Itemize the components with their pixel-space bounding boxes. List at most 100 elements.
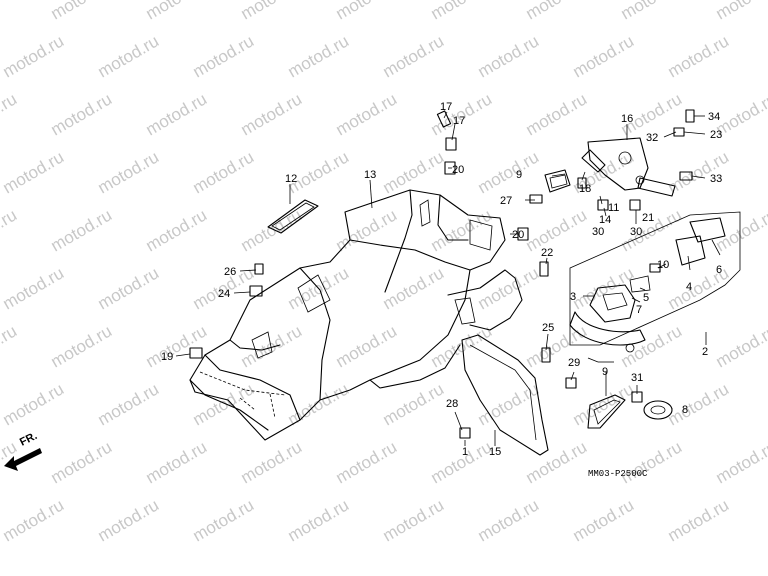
- callout-6: 6: [716, 264, 722, 276]
- watermark-text: motod.ru: [333, 437, 401, 487]
- band-part-12: [267, 199, 319, 234]
- watermark-text: motod.ru: [238, 321, 306, 371]
- callout-8: 8: [682, 404, 688, 416]
- callout-10: 10: [657, 259, 669, 271]
- callout-29: 29: [568, 357, 580, 369]
- watermark-text: motod.ru: [523, 0, 591, 23]
- callout-12: 12: [285, 173, 297, 185]
- watermark-text: motod.ru: [48, 437, 116, 487]
- front-direction-label: FR.: [18, 430, 39, 449]
- callout-1: 1: [462, 446, 468, 458]
- watermark-text: motod.ru: [665, 495, 733, 545]
- callout-16: 16: [621, 113, 633, 125]
- watermark-text: motod.ru: [0, 379, 67, 429]
- watermark-text: motod.ru: [95, 31, 163, 81]
- watermark-text: motod.ru: [475, 31, 543, 81]
- bracket-part-16: [581, 137, 676, 197]
- watermark-text: motod.ru: [523, 205, 591, 255]
- callout-24: 24: [218, 288, 230, 300]
- watermark-text: motod.ru: [618, 0, 686, 23]
- watermark-text: motod.ru: [0, 263, 67, 313]
- watermark-text: motod.ru: [143, 0, 211, 23]
- callout-9a: 9: [516, 169, 522, 181]
- watermark-text: motod.ru: [333, 0, 401, 23]
- callout-15: 15: [489, 446, 501, 458]
- watermark-text: motod.ru: [428, 437, 496, 487]
- watermark-text: motod.ru: [523, 89, 591, 139]
- watermark-text: motod.ru: [48, 321, 116, 371]
- callout-26: 26: [224, 266, 236, 278]
- watermark-text: motod.ru: [665, 31, 733, 81]
- watermark-text: motod.ru: [95, 495, 163, 545]
- watermark-text: motod.ru: [285, 495, 353, 545]
- callout-23: 23: [710, 129, 722, 141]
- callout-17a: 17: [440, 101, 452, 113]
- callout-labels: 12 13 17 17 20 9 27 20 22 25 26 24 19 28…: [161, 101, 722, 458]
- watermark-text: motod.ru: [190, 147, 258, 197]
- callout-20a: 20: [452, 164, 464, 176]
- watermark-text: motod.ru: [618, 321, 686, 371]
- watermark-text: motod.ru: [190, 379, 258, 429]
- watermark-text: motod.ru: [475, 495, 543, 545]
- callout-9b: 9: [602, 366, 608, 378]
- callout-33: 33: [710, 173, 722, 185]
- watermark-text: motod.ru: [48, 205, 116, 255]
- watermark-text: motod.ru: [713, 0, 768, 23]
- callout-28: 28: [446, 398, 458, 410]
- watermark-text: motod.ru: [665, 379, 733, 429]
- watermark-text: motod.ru: [0, 205, 20, 255]
- watermark-text: motod.ru: [618, 437, 686, 487]
- watermark-text: motod.ru: [190, 31, 258, 81]
- callout-22: 22: [541, 247, 553, 259]
- callout-3: 3: [570, 291, 576, 303]
- callout-19: 19: [161, 351, 173, 363]
- watermark-text: motod.ru: [238, 89, 306, 139]
- callout-25: 25: [542, 322, 554, 334]
- watermark-text: motod.ru: [570, 379, 638, 429]
- watermark-text: motod.ru: [238, 0, 306, 23]
- license-light-part-9-lower: [587, 394, 626, 429]
- callout-21: 21: [642, 212, 654, 224]
- watermark-text: motod.ru: [285, 31, 353, 81]
- callout-30b: 30: [630, 226, 642, 238]
- watermark-text: motod.ru: [713, 437, 768, 487]
- callout-4: 4: [686, 281, 692, 293]
- watermark-text: motod.ru: [48, 89, 116, 139]
- watermark-text: motod.ru: [143, 205, 211, 255]
- watermark-text: motod.ru: [0, 147, 67, 197]
- callout-27: 27: [500, 195, 512, 207]
- watermark-text: motod.ru: [0, 321, 20, 371]
- callout-7: 7: [636, 304, 642, 316]
- watermark-text: motod.ru: [95, 379, 163, 429]
- watermark-text: motod.ru: [48, 0, 116, 23]
- watermark-text: motod.ru: [0, 89, 20, 139]
- watermark-text: motod.ru: [523, 437, 591, 487]
- watermark-text: motod.ru: [570, 31, 638, 81]
- watermark-text: motod.ru: [95, 147, 163, 197]
- watermark-layer: motod.ru motod.ru motod.ru motod.ru motod.ru…: [0, 0, 768, 545]
- callout-34: 34: [708, 111, 720, 123]
- callout-11: 11: [608, 202, 619, 214]
- callout-5: 5: [643, 292, 649, 304]
- watermark-text: motod.ru: [380, 31, 448, 81]
- callout-13: 13: [364, 169, 376, 181]
- callout-20b: 20: [512, 229, 524, 241]
- fasteners: [189, 109, 695, 439]
- watermark-text: motod.ru: [475, 263, 543, 313]
- watermark-text: motod.ru: [95, 263, 163, 313]
- watermark-text: motod.ru: [475, 147, 543, 197]
- callout-18: 18: [579, 183, 591, 195]
- watermark-text: motod.ru: [143, 437, 211, 487]
- callout-31: 31: [631, 372, 643, 384]
- callout-2: 2: [702, 346, 708, 358]
- watermark-text: motod.ru: [333, 321, 401, 371]
- leader-lines: [175, 111, 721, 446]
- watermark-text: motod.ru: [333, 89, 401, 139]
- watermark-text: motod.ru: [713, 321, 768, 371]
- watermark-text: motod.ru: [143, 89, 211, 139]
- watermark-text: motod.ru: [0, 0, 20, 23]
- callout-32: 32: [646, 132, 658, 144]
- reflector-part-9-upper: [544, 169, 571, 193]
- watermark-text: motod.ru: [0, 31, 67, 81]
